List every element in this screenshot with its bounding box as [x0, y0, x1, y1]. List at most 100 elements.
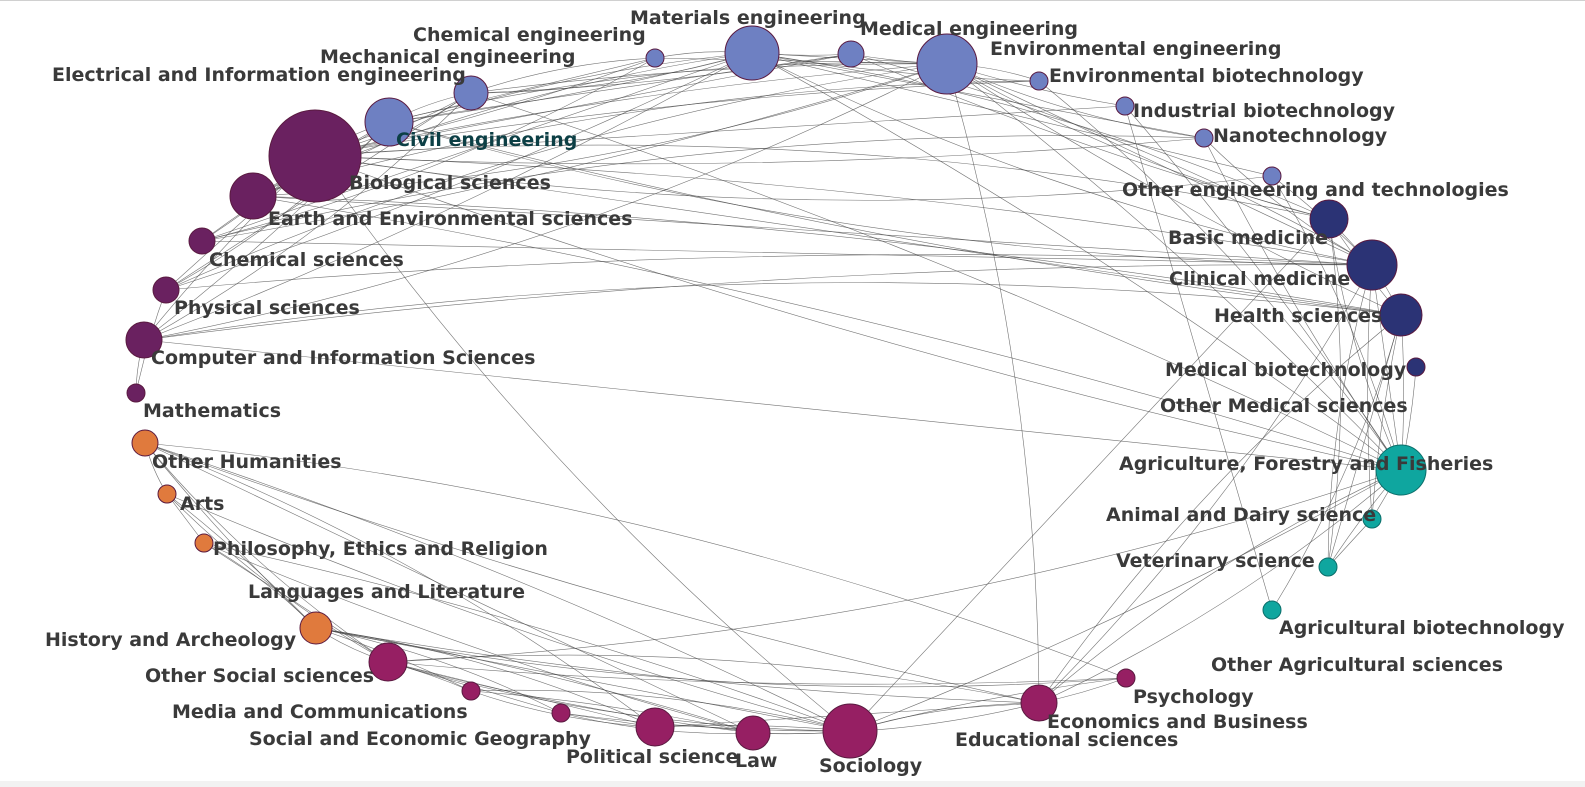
label-vet: Veterinary science — [1116, 550, 1315, 572]
edge-edu-agri — [1038, 469, 1402, 704]
node-medical-eng[interactable] — [837, 40, 865, 68]
edge-earth-health — [252, 195, 1402, 316]
node-basic-med[interactable] — [1309, 199, 1349, 239]
edge-arts-other_soc — [166, 493, 389, 663]
node-agri-bio[interactable] — [1262, 600, 1282, 620]
edge-bio_sci-other_eng — [314, 155, 1273, 201]
edge-ind_bio-agri_bio — [1124, 105, 1273, 611]
node-chem-eng[interactable] — [645, 48, 665, 68]
label-math: Mathematics — [143, 400, 281, 422]
edge-phys-elec_eng — [165, 121, 390, 291]
label-edu: Educational sciences — [955, 729, 1178, 751]
node-env-eng[interactable] — [916, 33, 978, 95]
node-chem-sci[interactable] — [188, 227, 216, 255]
node-philo[interactable] — [194, 533, 214, 553]
label-bio-sci: Biological sciences — [349, 172, 551, 194]
node-poli[interactable] — [635, 707, 675, 747]
node-health[interactable] — [1379, 293, 1423, 337]
edge-nano-clin_med — [1203, 137, 1373, 266]
edge-sociology-psych — [849, 677, 1127, 732]
edge-nano-agri — [1203, 137, 1402, 471]
node-vet[interactable] — [1318, 557, 1338, 577]
label-poli: Political science — [566, 746, 738, 768]
edge-chem_sci-clin_med — [201, 240, 1373, 266]
edge-other_hum-other_soc — [144, 442, 389, 663]
edge-other_soc-psych — [387, 661, 1127, 685]
edge-chem_sci-nano — [201, 135, 1205, 242]
edge-env_eng-mech_eng — [470, 63, 948, 94]
node-ind-bio[interactable] — [1115, 96, 1135, 116]
node-edu[interactable] — [1020, 684, 1058, 722]
node-env-bio[interactable] — [1029, 71, 1049, 91]
edge-phys-clin_med — [165, 254, 1373, 291]
edge-mech_eng-agri — [470, 92, 1402, 471]
node-phys[interactable] — [152, 276, 180, 304]
edge-philo-law — [203, 542, 754, 734]
node-other-hum[interactable] — [131, 429, 159, 457]
edge-history-law — [315, 627, 754, 734]
edge-basic_med-vet — [1327, 218, 1341, 568]
label-chem-sci: Chemical sciences — [209, 249, 404, 271]
edge-elec_eng-chem_eng — [388, 57, 656, 123]
edge-chem_sci-materials — [201, 52, 753, 242]
edge-earth-clin_med — [252, 195, 1373, 266]
label-env-eng: Environmental engineering — [990, 38, 1281, 60]
node-history[interactable] — [299, 611, 333, 645]
node-other-eng[interactable] — [1262, 166, 1282, 186]
node-socio-geo[interactable] — [551, 703, 571, 723]
edge-medical_eng-elec_eng — [388, 53, 852, 123]
node-clin-med[interactable] — [1346, 239, 1398, 291]
node-arts[interactable] — [157, 484, 177, 504]
edge-comp-mech_eng — [143, 92, 472, 341]
node-earth[interactable] — [229, 172, 277, 220]
edge-other_hum-psych — [144, 442, 1127, 679]
label-nano: Nanotechnology — [1213, 125, 1388, 147]
edge-env_bio-agri — [1038, 80, 1402, 471]
edge-bio_sci-sociology — [314, 155, 851, 732]
label-law: Law — [735, 750, 777, 772]
edge-materials-other_eng — [751, 52, 1273, 177]
top-border — [0, 0, 1585, 1]
node-agri[interactable] — [1375, 444, 1427, 496]
edge-other_hum-edu — [144, 442, 1040, 704]
node-med-bio[interactable] — [1406, 357, 1426, 377]
node-media[interactable] — [461, 681, 481, 701]
edge-media-sociology — [470, 689, 851, 732]
edge-animal-vet — [1327, 518, 1373, 568]
edge-other_hum-law — [144, 442, 754, 734]
edge-bio_sci-chem_eng — [314, 57, 656, 157]
node-sociology[interactable] — [822, 703, 878, 759]
edge-chem_sci-chem_eng — [201, 57, 656, 242]
node-psych[interactable] — [1116, 668, 1136, 688]
edge-bio_sci-basic_med — [314, 144, 1330, 220]
edge-health-edu — [1038, 314, 1402, 704]
edge-comp-env_eng — [143, 63, 948, 341]
node-animal[interactable] — [1362, 509, 1382, 529]
edge-agri-edu — [1038, 469, 1402, 704]
label-socio-geo: Social and Economic Geography — [249, 728, 592, 750]
node-nano[interactable] — [1194, 128, 1214, 148]
node-elec-eng[interactable] — [364, 97, 414, 147]
edge-socio_geo-sociology — [560, 712, 851, 732]
node-mech-eng[interactable] — [453, 75, 489, 111]
edge-comp-agri — [143, 339, 1402, 471]
node-comp[interactable] — [125, 321, 163, 359]
edge-elec_eng-health — [388, 121, 1402, 316]
edge-sociology-edu — [849, 702, 1040, 732]
label-other-eng: Other engineering and technologies — [1122, 179, 1509, 201]
edge-health-animal — [1371, 314, 1402, 520]
edge-health-agri_bio — [1271, 314, 1402, 611]
label-other-agri: Other Agricultural sciences — [1211, 654, 1503, 676]
node-materials[interactable] — [724, 25, 780, 81]
label-env-bio: Environmental biotechnology — [1049, 65, 1364, 87]
label-mech-eng: Mechanical engineering — [320, 46, 576, 68]
edge-philo-sociology — [203, 542, 851, 732]
label-basic-med: Basic medicine — [1168, 227, 1328, 249]
node-bio-sci[interactable] — [268, 109, 362, 203]
node-law[interactable] — [735, 715, 771, 751]
edge-bio_sci-health — [314, 155, 1402, 316]
node-other-soc[interactable] — [368, 642, 408, 682]
edge-philo-other_soc — [203, 542, 389, 663]
node-math[interactable] — [126, 383, 146, 403]
edge-medical_eng-basic_med — [850, 53, 1330, 220]
